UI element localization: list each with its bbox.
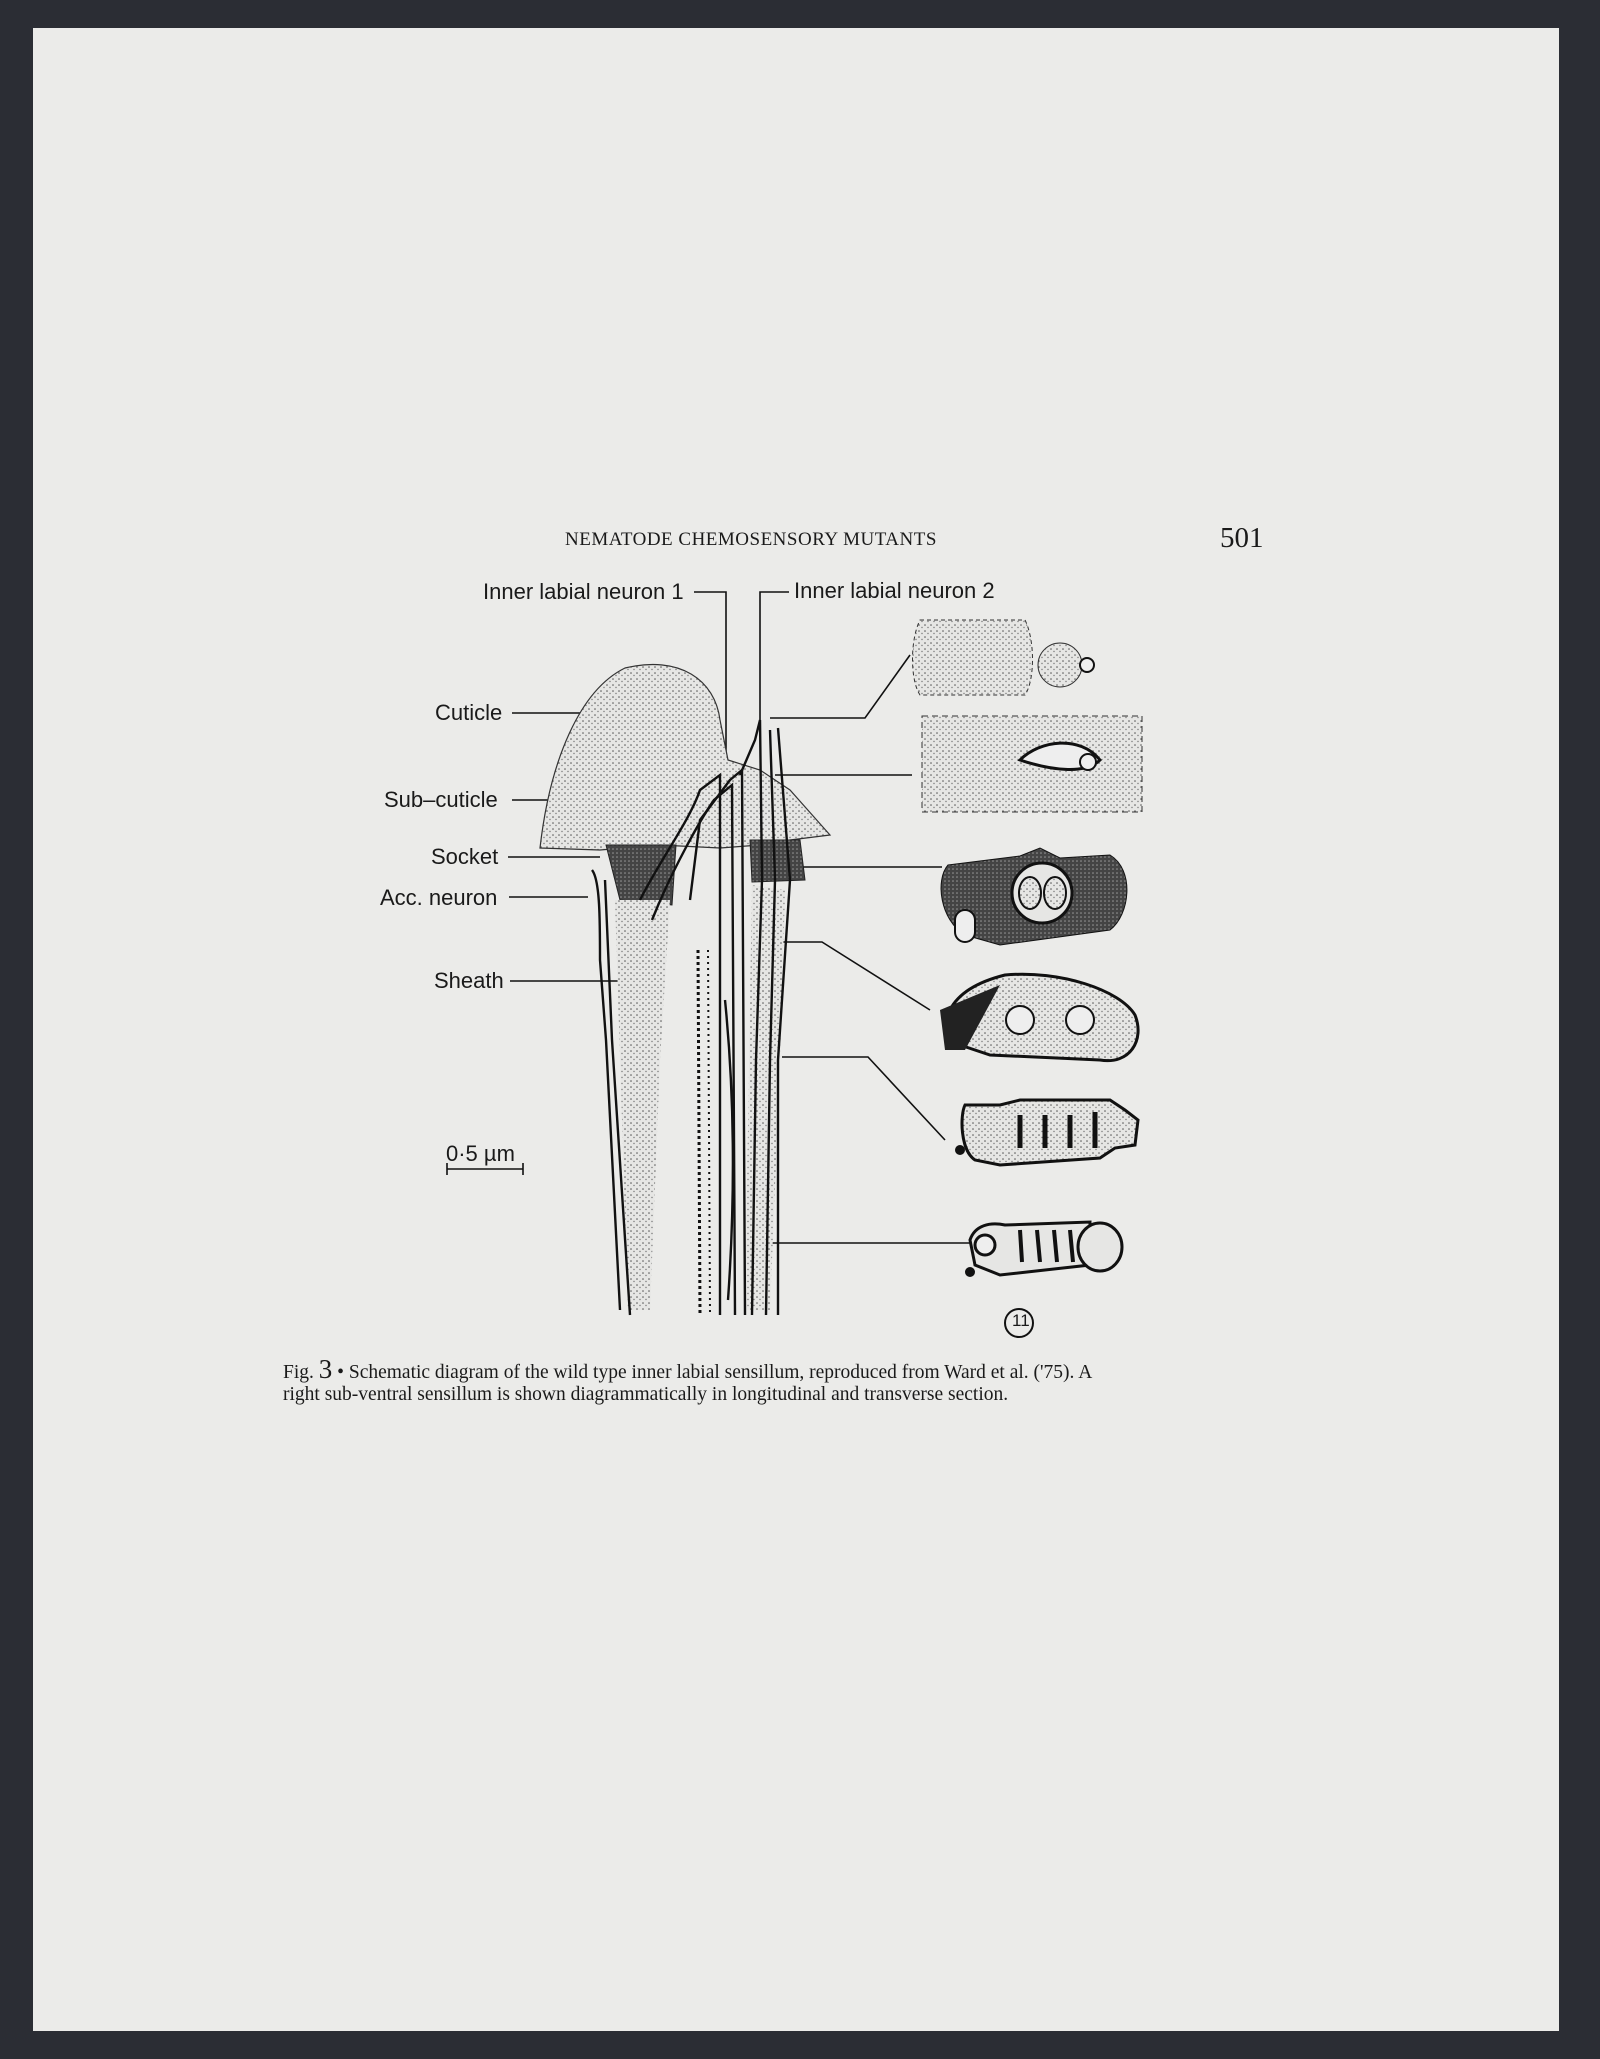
label-socket: Socket [431, 844, 499, 869]
caption-fig-number: 3 [318, 1354, 333, 1384]
page-number: 501 [1220, 522, 1264, 554]
paper-page [33, 28, 1559, 2031]
figure-caption: Fig. 3 • Schematic diagram of the wild t… [283, 1354, 1093, 1406]
label-cuticle: Cuticle [435, 700, 503, 725]
label-sheath: Sheath [434, 968, 504, 993]
panel-number: 11 [1012, 1311, 1030, 1330]
scale-bar-label: 0·5 µm [446, 1141, 515, 1166]
label-sub-cuticle: Sub–cuticle [384, 787, 498, 812]
caption-line-1: Schematic diagram of the wild type inner… [348, 1362, 1093, 1383]
label-acc-neuron: Acc. neuron [380, 885, 498, 910]
caption-line-2: right sub-ventral sensillum is shown dia… [283, 1384, 1009, 1405]
label-inner-labial-neuron-1: Inner labial neuron 1 [483, 579, 684, 604]
caption-fig-label: Fig. [283, 1362, 314, 1383]
running-title: NEMATODE CHEMOSENSORY MUTANTS [565, 529, 937, 550]
label-inner-labial-neuron-2: Inner labial neuron 2 [794, 578, 995, 603]
